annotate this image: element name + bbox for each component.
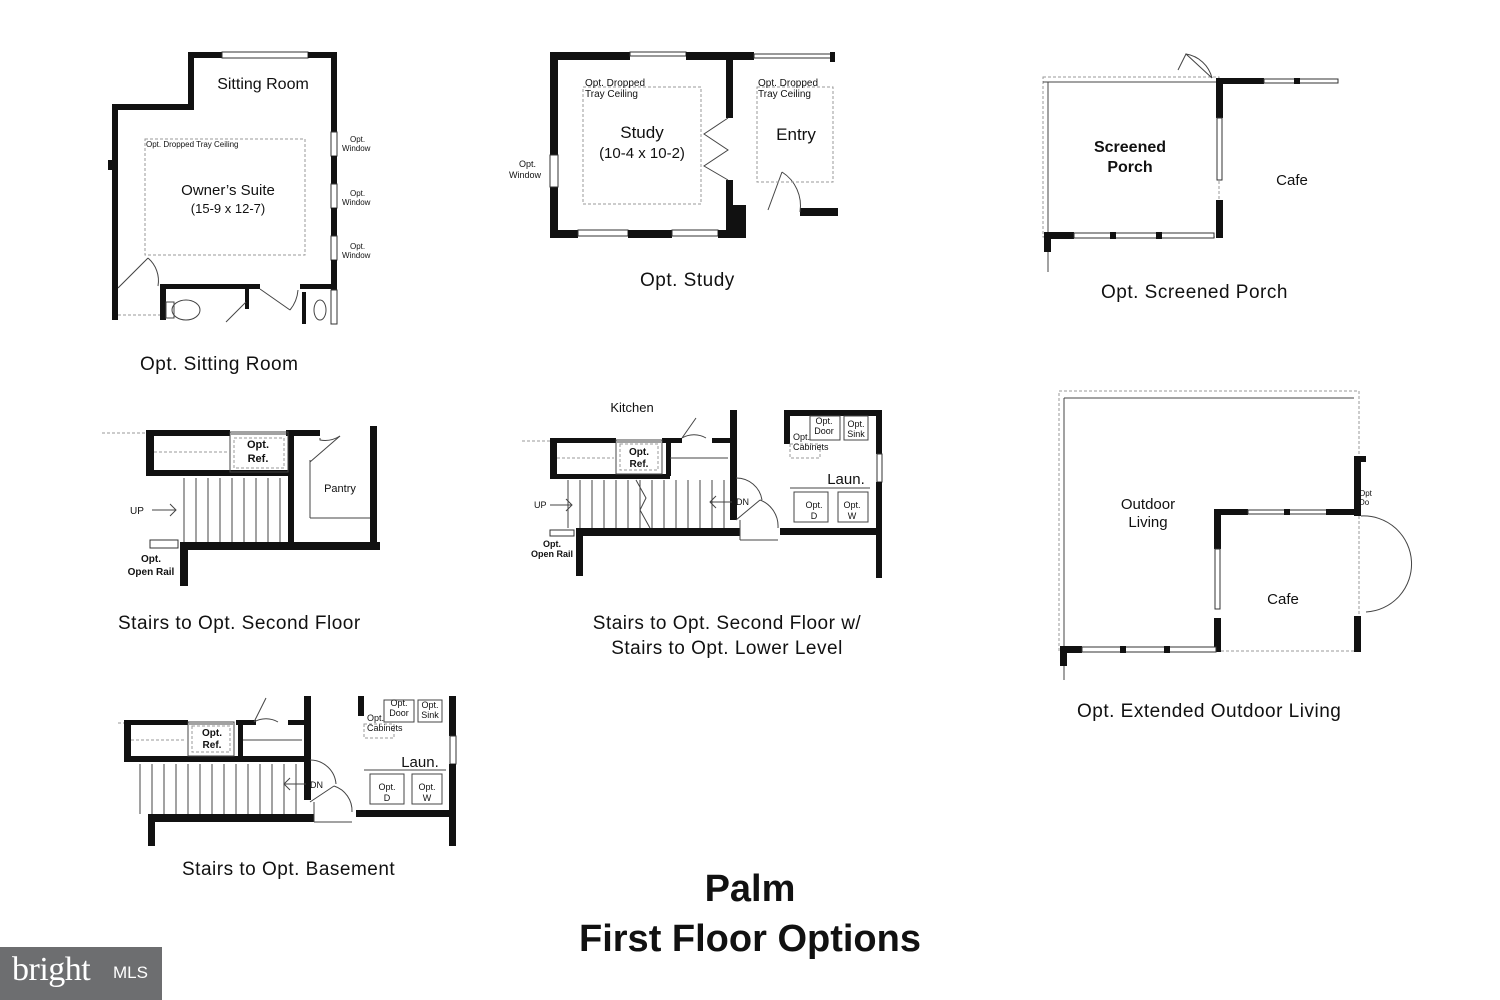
study-label: Study	[620, 123, 664, 142]
rail-label: Open Rail	[128, 567, 175, 578]
logo-brand: bright	[12, 951, 91, 988]
sink-label: Sink	[421, 710, 439, 720]
bright-mls-logo: bright MLS	[0, 947, 162, 1000]
ref-label: Ref.	[630, 459, 649, 470]
stairs-second-lower-caption-line2: Stairs to Opt. Lower Level	[611, 638, 843, 659]
entry-label: Entry	[776, 125, 816, 144]
window-label: Opt.	[350, 242, 365, 251]
owners-suite-dims: (15-9 x 12-7)	[191, 201, 265, 216]
basement-caption: Stairs to Opt. Basement	[182, 859, 396, 880]
outdoor-living-label-2: Living	[1128, 514, 1167, 531]
sink-label: Sink	[847, 429, 865, 439]
screened-porch-plan: Screened Porch Cafe	[1042, 53, 1339, 272]
plan-subtitle: First Floor Options	[579, 918, 921, 960]
dn-label: DN	[310, 780, 323, 790]
sink-label: Opt.	[421, 700, 438, 710]
dryer-label: Opt.	[805, 500, 822, 510]
dryer-label: D	[384, 793, 391, 803]
entry-ceiling-label: Tray Ceiling	[758, 89, 811, 100]
sitting-room-caption: Opt. Sitting Room	[140, 354, 299, 375]
sitting-ceiling-label: Opt. Dropped Tray Ceiling	[146, 140, 239, 149]
stairs-second-plan: Opt. Ref. Pantry UP Opt. Open Rail	[102, 426, 380, 586]
door-label: Door	[389, 708, 409, 718]
stairs-second-lower-plan: Kitchen Opt. Ref. Opt. Door Opt. Sink Op…	[522, 400, 883, 578]
pantry-label: Pantry	[324, 483, 356, 495]
study-window-label: Window	[509, 170, 542, 180]
outdoor-living-plan: Outdoor Living Cafe Opt Do	[1058, 390, 1413, 680]
stairs-second-caption: Stairs to Opt. Second Floor	[118, 613, 361, 634]
basement-stairs-plan: Opt. Ref. Opt. Door Opt. Sink Opt. Cabin…	[118, 696, 457, 846]
sitting-room-plan: Sitting Room Opt. Dropped Tray Ceiling O…	[108, 51, 371, 325]
laundry-label: Laun.	[401, 754, 439, 771]
ref-label: Ref.	[248, 453, 269, 465]
dryer-label: D	[811, 511, 818, 521]
ref-label: Opt.	[629, 447, 649, 458]
cabinets-label: Opt.	[793, 432, 810, 442]
washer-label: Opt.	[418, 782, 435, 792]
outdoor-living-label: Outdoor	[1121, 496, 1175, 513]
owners-suite-label: Owner’s Suite	[181, 182, 275, 199]
window-label: Opt.	[350, 135, 365, 144]
window-label: Window	[342, 251, 371, 260]
door-label: Opt.	[390, 698, 407, 708]
study-dims: (10-4 x 10-2)	[599, 145, 685, 162]
washer-label: Opt.	[843, 500, 860, 510]
door-label: Opt.	[815, 416, 832, 426]
window-label: Window	[342, 144, 371, 153]
outdoor-cafe-label: Cafe	[1267, 591, 1299, 608]
ref-label: Opt.	[202, 728, 222, 739]
washer-label: W	[423, 793, 432, 803]
up-label: UP	[534, 500, 547, 510]
dn-label: DN	[736, 497, 749, 507]
outdoor-door-label: Do	[1359, 498, 1370, 507]
screened-porch-label: Screened	[1094, 139, 1166, 156]
dryer-label: Opt.	[378, 782, 395, 792]
sitting-room-label: Sitting Room	[217, 76, 309, 93]
cabinets-label: Cabinets	[793, 442, 829, 452]
logo-suffix: MLS	[113, 963, 148, 982]
study-window-label: Opt.	[519, 159, 536, 169]
cabinets-label: Opt.	[367, 713, 384, 723]
screened-porch-caption: Opt. Screened Porch	[1101, 282, 1288, 303]
up-label: UP	[130, 506, 144, 517]
rail-label: Opt.	[543, 539, 561, 549]
rail-label: Opt.	[141, 554, 161, 565]
outdoor-living-caption: Opt. Extended Outdoor Living	[1077, 701, 1342, 722]
laundry-label: Laun.	[827, 471, 865, 488]
window-label: Window	[342, 198, 371, 207]
porch-cafe-label: Cafe	[1276, 172, 1308, 189]
plan-name-title: Palm	[704, 868, 796, 910]
study-ceiling-label: Opt. Dropped	[585, 78, 645, 89]
ref-label: Ref.	[203, 740, 222, 751]
entry-ceiling-label: Opt. Dropped	[758, 78, 818, 89]
cabinets-label: Cabinets	[367, 723, 403, 733]
stairs-second-lower-caption-line1: Stairs to Opt. Second Floor w/	[592, 613, 862, 634]
outdoor-door-label: Opt	[1359, 489, 1373, 498]
screened-porch-label-2: Porch	[1107, 159, 1152, 176]
study-plan: Opt. Dropped Tray Ceiling Opt. Dropped T…	[509, 51, 838, 238]
sink-label: Opt.	[847, 419, 864, 429]
kitchen-label: Kitchen	[610, 400, 653, 415]
washer-label: W	[848, 511, 857, 521]
window-label: Opt.	[350, 189, 365, 198]
rail-label: Open Rail	[531, 549, 573, 559]
ref-label: Opt.	[247, 439, 269, 451]
door-label: Door	[814, 426, 834, 436]
study-ceiling-label: Tray Ceiling	[585, 89, 638, 100]
study-caption: Opt. Study	[640, 270, 735, 291]
